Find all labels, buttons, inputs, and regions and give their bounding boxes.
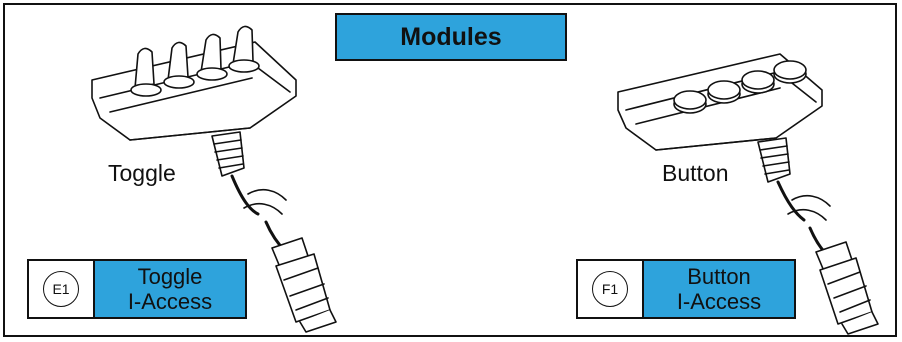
button-module-illustration [617, 53, 823, 183]
tag-name-line1: Button [687, 264, 751, 289]
button-i-access-tag: F1 Button I-Access [576, 259, 796, 319]
code-circle: E1 [43, 271, 79, 307]
tag-name-line2: I-Access [676, 289, 762, 314]
toggle-i-access-tag: E1 Toggle I-Access [27, 259, 247, 319]
tag-name-line2: I-Access [127, 289, 213, 314]
diagram-title: Modules [400, 22, 502, 51]
toggle-connector-illustration [271, 237, 337, 333]
button-connector-illustration [815, 241, 879, 335]
button-label: Button [662, 160, 729, 186]
tag-name: Button I-Access [644, 261, 794, 317]
code-circle: F1 [592, 271, 628, 307]
toggle-label: Toggle [108, 160, 176, 186]
tag-name: Toggle I-Access [95, 261, 245, 317]
toggle-module-illustration [91, 25, 297, 177]
title-box: Modules [335, 13, 567, 61]
tag-name-line1: Toggle [137, 264, 203, 289]
